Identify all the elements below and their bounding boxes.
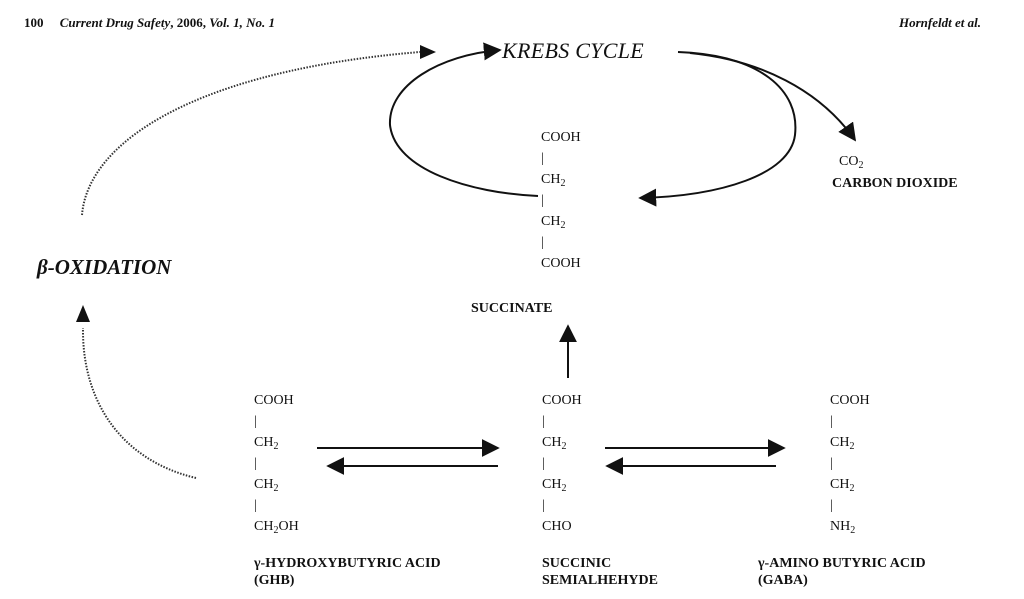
gaba-nh2: NH2 bbox=[830, 519, 856, 536]
ssa-structure: COOH | CH2 | CH2 | CHO bbox=[542, 393, 582, 534]
journal-year: 2006 bbox=[176, 15, 203, 30]
gaba-label: γ-AMINO BUTYRIC ACID (GABA) bbox=[758, 556, 926, 588]
beta-to-krebs-arrowhead bbox=[420, 45, 436, 59]
ssa-ch2-a: CH2 bbox=[542, 435, 567, 452]
ghb-ch2-b: CH2 bbox=[254, 477, 279, 494]
ghb-to-beta-arrowhead bbox=[76, 305, 90, 322]
running-header-right: Hornfeldt et al. bbox=[899, 15, 981, 31]
journal-name: Current Drug Safety bbox=[59, 15, 171, 30]
succinate-ch2-b: CH2 bbox=[541, 214, 566, 231]
beta-oxidation-label: β-OXIDATION bbox=[37, 255, 172, 279]
ssa-label: SUCCINIC SEMIALHEHYDE bbox=[542, 556, 658, 588]
succinate-ch2-a: CH2 bbox=[541, 172, 566, 189]
krebs-loop-left-arrow bbox=[388, 42, 539, 197]
co2-label: CARBON DIOXIDE bbox=[832, 176, 958, 191]
gaba-structure: COOH | CH2 | CH2 | NH2 bbox=[830, 394, 870, 541]
authors: Hornfeldt et al. bbox=[899, 15, 981, 30]
succinate-structure: COOH | CH2 | CH2 | COOH bbox=[541, 130, 581, 271]
succinate-label: SUCCINATE bbox=[471, 301, 553, 316]
page-number: 100 bbox=[24, 15, 44, 30]
krebs-to-co2-arrow bbox=[689, 52, 857, 142]
ghb-structure: COOH | CH2 | CH2 | CH2OH bbox=[254, 394, 299, 541]
krebs-cycle-label: KREBS CYCLE bbox=[502, 38, 645, 63]
running-header-left: 100 Current Drug Safety, 2006, Vol. 1, N… bbox=[24, 15, 276, 30]
ghb-ch2-a: CH2 bbox=[254, 435, 279, 452]
ghb-ch2oh: CH2OH bbox=[254, 519, 299, 536]
gaba-ch2-b: CH2 bbox=[830, 477, 855, 494]
beta-to-krebs-dotted-arrow bbox=[81, 51, 421, 216]
gaba-ch2-a: CH2 bbox=[830, 435, 855, 452]
ssa-ch2-b: CH2 bbox=[542, 477, 567, 494]
ghb-label: γ-HYDROXYBUTYRIC ACID (GHB) bbox=[254, 556, 441, 588]
journal-volume: Vol. 1, No. 1 bbox=[209, 15, 276, 30]
ghb-to-beta-dotted-arrow bbox=[81, 327, 197, 479]
co2-formula: CO2 bbox=[839, 154, 864, 171]
